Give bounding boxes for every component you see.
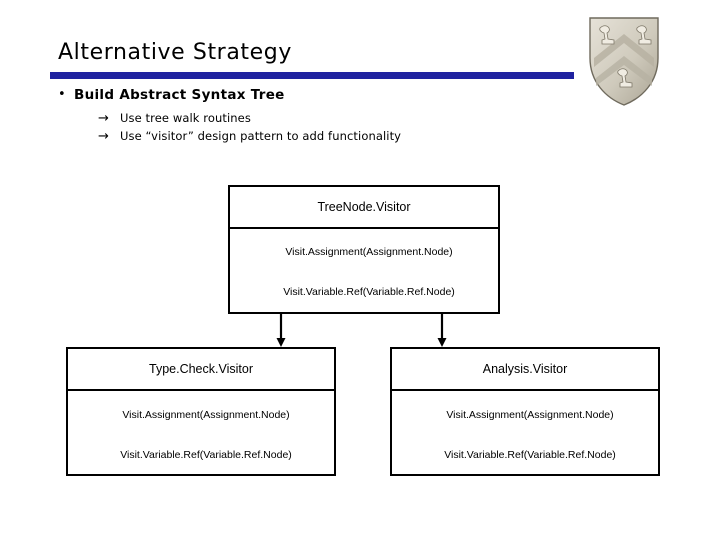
uml-class-header: Type.Check.Visitor [68, 349, 334, 391]
sub-bullet-item: → Use “visitor” design pattern to add fu… [98, 127, 401, 145]
sub-bullet-label: Use tree walk routines [120, 111, 251, 125]
uml-class-methods: Visit.Assignment(Assignment.Node) Visit.… [230, 229, 498, 303]
uml-method: Visit.Assignment(Assignment.Node) [122, 409, 290, 421]
page-title: Alternative Strategy [58, 40, 292, 65]
bullet-item: • Build Abstract Syntax Tree [58, 86, 578, 104]
uml-method: Visit.Variable.Ref(Variable.Ref.Node) [120, 449, 292, 461]
sub-bullet-item: → Use tree walk routines [98, 109, 401, 127]
uml-class-methods: Visit.Assignment(Assignment.Node) Visit.… [68, 391, 334, 466]
uml-class-name: Type.Check.Visitor [149, 362, 253, 376]
uml-class-name: TreeNode.Visitor [317, 200, 411, 214]
uml-method: Visit.Assignment(Assignment.Node) [446, 409, 614, 421]
uml-class-type-check-visitor[interactable]: Type.Check.Visitor Visit.Assignment(Assi… [66, 347, 336, 476]
uml-class-analysis-visitor[interactable]: Analysis.Visitor Visit.Assignment(Assign… [390, 347, 660, 476]
uml-class-header: Analysis.Visitor [392, 349, 658, 391]
sub-bullet-label: Use “visitor” design pattern to add func… [120, 129, 402, 143]
princeton-shield-icon [584, 14, 664, 108]
bullet-marker-icon: • [58, 87, 66, 102]
uml-method: Visit.Variable.Ref(Variable.Ref.Node) [444, 449, 616, 461]
bullet-label: Build Abstract Syntax Tree [74, 87, 285, 103]
uml-class-header: TreeNode.Visitor [230, 187, 498, 229]
sub-bullet-list: → Use tree walk routines → Use “visitor”… [98, 109, 401, 145]
uml-class-methods: Visit.Assignment(Assignment.Node) Visit.… [392, 391, 658, 466]
uml-class-tree-node-visitor[interactable]: TreeNode.Visitor Visit.Assignment(Assign… [228, 185, 500, 314]
arrow-right-icon: → [98, 111, 109, 126]
uml-class-name: Analysis.Visitor [482, 362, 568, 376]
uml-method: Visit.Assignment(Assignment.Node) [285, 246, 453, 258]
uml-method: Visit.Variable.Ref(Variable.Ref.Node) [283, 286, 455, 298]
title-underline-bar [50, 72, 574, 79]
arrow-right-icon: → [98, 129, 109, 144]
